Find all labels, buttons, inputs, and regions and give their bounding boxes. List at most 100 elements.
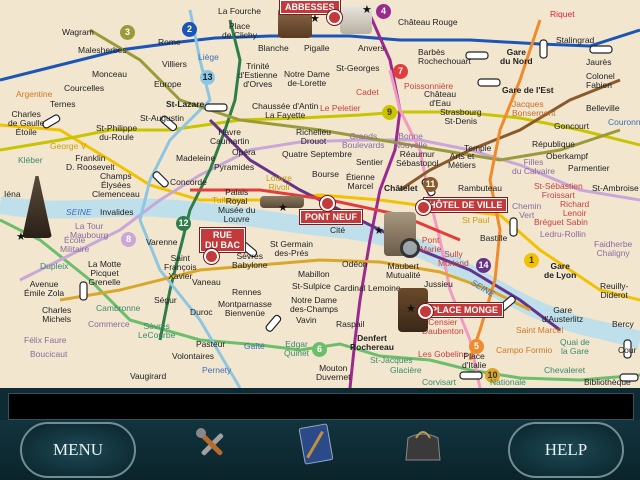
station-cambronne: Cambronne <box>96 303 141 313</box>
station-richard-lenoir: Richard Lenoir <box>560 199 590 218</box>
station-chateau-rouge: Château Rouge <box>398 17 458 27</box>
station-denfert: Denfert Rochereau <box>350 333 394 352</box>
tools-icon[interactable] <box>192 424 232 464</box>
station-raspail: Raspail <box>336 319 365 329</box>
station-poissonniere: Poissonnière <box>404 81 454 91</box>
station-le-peletier: Le Peletier <box>320 103 361 113</box>
station-corvisart: Corvisart <box>422 377 457 387</box>
station-boucicaut: Boucicaut <box>30 349 68 359</box>
menu-button[interactable]: MENU <box>20 422 136 478</box>
metro-lines <box>0 9 640 388</box>
line-badge-3: 3 <box>120 25 135 40</box>
station-monceau: Monceau <box>92 69 127 79</box>
louvre-picture[interactable] <box>260 196 304 208</box>
station-st-augustin: St-Augustin <box>140 113 184 123</box>
line-badge-14: 14 <box>476 258 491 273</box>
station-volontaires: Volontaires <box>172 351 215 361</box>
station-varenne: Varenne <box>146 237 178 247</box>
station-campo-formio: Campo Formio <box>496 345 553 355</box>
pin-place-monge[interactable] <box>418 304 433 319</box>
station-st-sulpice: St-Sulpice <box>292 281 331 291</box>
station-ecole-militaire: École Militaire <box>60 235 90 254</box>
notebook-icon[interactable] <box>296 422 336 466</box>
station-barbes: Barbès Rochechouart <box>418 47 471 66</box>
station-argentine: Argentine <box>16 89 53 99</box>
station-quai-gare: Quai de la Gare <box>560 337 590 356</box>
station-st-lazare: St-Lazare <box>166 99 205 109</box>
help-button[interactable]: HELP <box>508 422 624 478</box>
location-place-monge[interactable]: PLACE MONGE <box>426 303 504 317</box>
star-icon: ★ <box>362 4 372 16</box>
station-cour: Cour <box>618 345 637 355</box>
line-badge-9: 9 <box>382 105 397 120</box>
station-sevres-babylone: Sèvres Babylone <box>232 251 268 270</box>
river-label-seine-1: SEINE <box>66 207 92 217</box>
station-jacques-bonsergent: Jacques Bonsergent <box>512 99 556 118</box>
station-rennes: Rennes <box>232 287 262 297</box>
metro-map: 2 3 4 7 8 9 10 11 12 13 14 1 5 6 Wagram … <box>0 0 640 388</box>
pin-rue-du-bac[interactable] <box>204 249 219 264</box>
station-rambuteau: Rambuteau <box>458 183 502 193</box>
star-icon: ★ <box>374 225 384 237</box>
station-montparnasse: Montparnasse Bienvenüe <box>218 299 272 318</box>
station-reaumur: Réaumur Sébastopol <box>396 149 439 168</box>
station-la-fourche: La Fourche <box>218 6 261 16</box>
pin-pont-neuf[interactable] <box>320 196 335 211</box>
location-abbesses[interactable]: ABBESSES <box>280 0 340 14</box>
station-louvre-rivoli: Louvre Rivoli <box>266 173 292 192</box>
station-duroc: Duroc <box>190 307 213 317</box>
station-liege: Liège <box>198 52 219 62</box>
station-bercy: Bercy <box>612 319 634 329</box>
station-censier: Censier Daubenton <box>422 317 464 336</box>
station-tuileries: Tuileries <box>212 195 244 205</box>
station-st-paul: St Paul <box>462 215 490 225</box>
station-bourse: Bourse <box>312 169 339 179</box>
station-ternes: Ternes <box>50 99 76 109</box>
bag-icon[interactable] <box>400 420 446 466</box>
sacre-coeur-picture[interactable] <box>340 6 372 34</box>
line-badge-7: 7 <box>393 64 408 79</box>
location-hotel-de-ville[interactable]: HÔTEL DE VILLE <box>424 198 508 212</box>
station-gare-de-lyon: Gare de Lyon <box>544 261 577 280</box>
station-pont-marie: Pont Marie <box>420 235 442 254</box>
station-cadet: Cadet <box>356 87 379 97</box>
star-icon: ★ <box>278 202 288 214</box>
station-bonne-nouvelle: Bonne Nouvelle <box>394 131 428 150</box>
pin-abbesses[interactable] <box>327 10 342 25</box>
star-icon: ★ <box>16 231 26 243</box>
location-rue-du-bac[interactable]: RUE DU BAC <box>200 228 245 252</box>
station-jussieu: Jussieu <box>424 279 453 289</box>
station-rome: Rome <box>158 37 181 47</box>
station-st-marcel: Saint Marcel <box>516 325 564 335</box>
station-cardinal-lemoine: Cardinal Lemoine <box>334 283 401 293</box>
station-la-motte-picquet: La Motte Picquet Grenelle <box>88 259 122 287</box>
station-st-sebastien: St-Sébastien Froissart <box>534 181 583 200</box>
station-quatre-septembre: Quatre Septembre <box>282 149 352 159</box>
pin-hotel-de-ville[interactable] <box>416 200 431 215</box>
station-havre-caumartin: Havre Caumartin <box>210 127 250 146</box>
station-glaciere: Glacière <box>390 365 422 375</box>
station-vavin: Vavin <box>296 315 317 325</box>
station-st-germain: St Germain des-Prés <box>270 239 313 258</box>
station-dupleix: Dupleix <box>40 261 69 271</box>
station-madeleine: Madeleine <box>176 153 216 163</box>
station-felix-faure: Félix Faure <box>24 335 67 345</box>
station-jaures: Jaurès <box>586 57 612 67</box>
station-malesherbes: Malesherbes <box>78 45 127 55</box>
station-st-ambroise: St-Ambroise <box>592 183 639 193</box>
station-trinite: Trinité d'Estienne d'Orves <box>238 61 278 89</box>
station-gaite: Gaîté <box>244 341 265 351</box>
station-pasteur: Pasteur <box>196 339 226 349</box>
station-europe: Europe <box>154 79 182 89</box>
station-breguet: Bréguet Sabin <box>534 217 588 227</box>
station-courcelles: Courcelles <box>64 83 105 93</box>
line-badge-2: 2 <box>182 22 197 37</box>
station-palais-royal: Palais Royal Musée du Louvre <box>218 187 256 224</box>
station-opera: Opéra <box>232 147 256 157</box>
station-wagram: Wagram <box>62 27 94 37</box>
station-temple: Temple <box>464 143 492 153</box>
station-charles-de-gaulle: Charles de Gaulle Étoile <box>8 109 45 137</box>
station-blanche: Blanche <box>258 43 289 53</box>
location-pont-neuf[interactable]: PONT NEUF <box>300 210 363 224</box>
magnifier-icon[interactable] <box>400 238 420 258</box>
